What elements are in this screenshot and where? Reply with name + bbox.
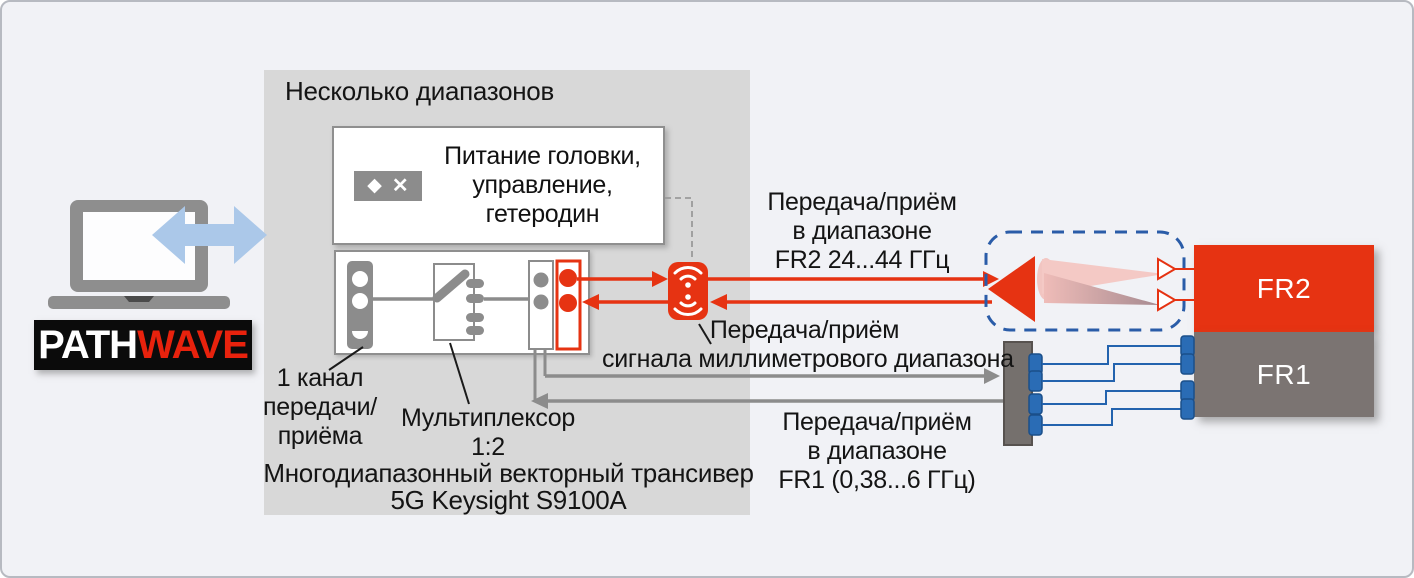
dut-antenna-icons xyxy=(1157,257,1196,312)
transceiver-instrument-box xyxy=(334,250,590,355)
cable-connector-icon xyxy=(1028,353,1043,375)
fr1-link-label: Передача/приём в диапазоне FR1 (0,38...6… xyxy=(752,408,1002,495)
cable-connector-icon xyxy=(1180,398,1195,420)
fr2-device-block: FR2 xyxy=(1194,245,1374,332)
head-control-line2: управление, xyxy=(472,171,613,199)
head-control-line3: гетеродин xyxy=(485,200,600,228)
cable-connector-icon xyxy=(1180,380,1195,402)
pathwave-logo-path-text: PATH xyxy=(38,322,138,367)
channel-callout-label: 1 канал передачи/ приёма xyxy=(250,364,390,451)
transceiver-caption-line2: 5G Keysight S9100A xyxy=(390,485,627,515)
mux-line1: Мультиплексор xyxy=(400,404,576,432)
transceiver-caption-line1: Многодиапазонный векторный трансивер xyxy=(263,458,754,488)
channel-line1: 1 канал xyxy=(276,364,364,392)
head-control-text: Питание головки, управление, гетеродин xyxy=(422,142,663,229)
channel-line2: передачи/ xyxy=(263,393,377,421)
radiation-beams xyxy=(1037,258,1164,305)
command-module-icon: ◆ ✕ xyxy=(354,170,422,201)
fr1-device-block: FR1 xyxy=(1194,332,1374,417)
transceiver-caption: Многодиапазонный векторный трансивер 5G … xyxy=(256,460,761,514)
multiplexer-callout-label: Мультиплексор 1:2 xyxy=(388,404,588,462)
fr1-link-line3: FR1 (0,38...6 ГГц) xyxy=(778,466,976,494)
fr1-link-line2: в диапазоне xyxy=(807,437,947,465)
cable-connector-icon xyxy=(1180,353,1195,375)
panel-title: Несколько диапазонов xyxy=(285,76,554,106)
diamond-icon: ◆ xyxy=(367,175,382,196)
fr1-link-line1: Передача/приём xyxy=(782,408,972,436)
fr2-link-line3: FR2 24...44 ГГц xyxy=(774,246,950,274)
cable-connector-icon xyxy=(1028,393,1043,415)
fr1-cables xyxy=(1042,345,1181,426)
horn-antenna-icon xyxy=(988,256,1035,322)
head-control-box: ◆ ✕ Питание головки, управление, гетерод… xyxy=(332,126,665,245)
cable-connector-icon xyxy=(1028,370,1043,392)
mm-link-line1: Передача/приём xyxy=(709,316,900,344)
cable-connector-icon xyxy=(1180,335,1195,357)
head-control-line1: Питание головки, xyxy=(444,142,641,170)
fr2-link-line1: Передача/приём xyxy=(767,188,957,216)
cross-icon: ✕ xyxy=(391,174,409,197)
mux-line2: 1:2 xyxy=(471,433,505,461)
fr1-device-connectors xyxy=(1180,335,1195,420)
cable-connector-icon xyxy=(1028,414,1043,436)
fr2-link-label: Передача/приём в диапазоне FR2 24...44 Г… xyxy=(737,188,987,275)
fr2-device-label: FR2 xyxy=(1256,272,1312,304)
mmwave-links-right xyxy=(708,271,999,310)
laptop-icon xyxy=(48,200,230,309)
mmwave-link-label: Передача/приём сигнала миллиметрового ди… xyxy=(602,316,1014,374)
fr2-link-line2: в диапазоне xyxy=(792,217,932,245)
ota-zone-dashed-box xyxy=(984,230,1186,332)
usb-link-arrow-icon xyxy=(152,206,267,264)
mm-link-line2: сигнала миллиметрового диапазона xyxy=(602,345,1014,373)
channel-line3: приёма xyxy=(277,422,363,450)
fr1-device-label: FR1 xyxy=(1256,358,1312,390)
pathwave-logo-wave-text: WAVE xyxy=(137,322,249,367)
